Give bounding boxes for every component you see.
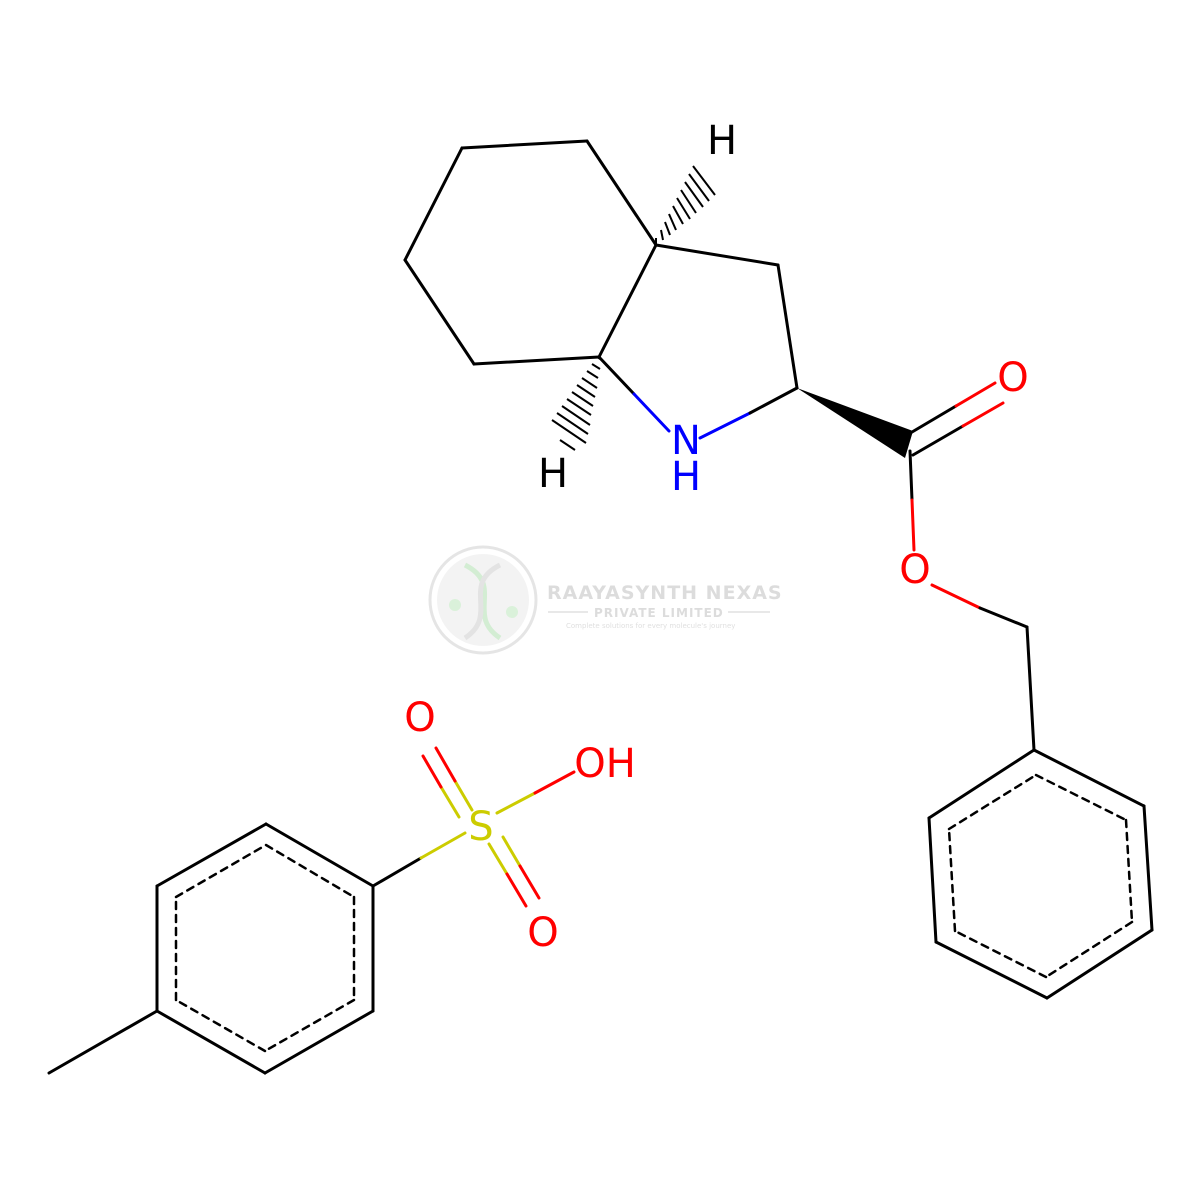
bonds bbox=[47, 139, 1154, 1075]
bond bbox=[419, 831, 467, 860]
bond bbox=[472, 355, 601, 366]
atom-h-top: H bbox=[707, 118, 737, 164]
bond bbox=[597, 243, 658, 359]
bond bbox=[632, 392, 671, 433]
bond bbox=[47, 1009, 159, 1075]
bond bbox=[263, 1009, 375, 1075]
atom-hydroxyl: OH bbox=[574, 741, 636, 787]
bond bbox=[585, 139, 658, 247]
atom-oxygen-sulfonyl-top: O bbox=[404, 695, 435, 741]
bond bbox=[1045, 928, 1154, 1000]
bond bbox=[776, 263, 799, 390]
atom-h-bottom: H bbox=[538, 451, 568, 497]
bond bbox=[698, 411, 752, 440]
watermark-company: RAAYASYNTH NEXAS bbox=[547, 582, 783, 604]
atom-oxygen-sulfonyl-bottom: O bbox=[527, 910, 558, 956]
bond bbox=[1142, 804, 1154, 932]
bond bbox=[155, 1009, 267, 1075]
bond bbox=[453, 779, 474, 812]
watermark-subtitle: PRIVATE LIMITED bbox=[594, 606, 724, 620]
bond bbox=[978, 606, 1029, 629]
bond bbox=[908, 449, 914, 502]
hashed-bond-top bbox=[655, 165, 716, 246]
bond bbox=[439, 785, 461, 819]
bond bbox=[264, 822, 375, 888]
bond bbox=[487, 842, 509, 876]
bond bbox=[434, 746, 457, 783]
bond bbox=[1032, 748, 1146, 808]
wedge-bond bbox=[797, 388, 913, 458]
bond bbox=[961, 401, 1005, 428]
atom-labels: H H N H O O O OH S O bbox=[404, 118, 1028, 956]
bond bbox=[505, 872, 528, 908]
atom-sulfur: S bbox=[468, 804, 493, 850]
dna-helix-logo-icon bbox=[428, 545, 538, 655]
watermark-tagline: Complete solutions for every molecule's … bbox=[566, 622, 735, 630]
bond bbox=[927, 748, 1036, 820]
aromatic-ring-tosyl bbox=[174, 843, 356, 1053]
bond bbox=[748, 386, 799, 415]
aromatic-ring-benzyl bbox=[947, 773, 1134, 979]
watermark: RAAYASYNTH NEXAS PRIVATE LIMITED Complet… bbox=[428, 545, 783, 655]
bond bbox=[930, 583, 982, 610]
atom-oxygen-ester: O bbox=[899, 547, 930, 593]
bond bbox=[910, 498, 916, 552]
bond bbox=[403, 146, 464, 262]
hashed-bond-bottom bbox=[551, 356, 603, 451]
bond bbox=[927, 816, 938, 944]
atom-oxygen-carbonyl: O bbox=[997, 355, 1028, 401]
bond bbox=[421, 754, 443, 789]
bond bbox=[501, 835, 522, 868]
bond bbox=[518, 864, 541, 900]
bond bbox=[371, 856, 423, 888]
atom-nh-hydrogen: H bbox=[671, 454, 701, 500]
bond bbox=[533, 770, 576, 795]
atom-nitrogen: N bbox=[671, 418, 701, 464]
bond bbox=[1025, 625, 1036, 752]
bond bbox=[905, 404, 958, 437]
bond bbox=[597, 355, 636, 396]
bond bbox=[934, 940, 1049, 1000]
bond bbox=[403, 258, 476, 366]
bond bbox=[460, 139, 589, 150]
bond bbox=[654, 243, 780, 267]
bond bbox=[155, 822, 268, 888]
bond bbox=[911, 424, 965, 457]
bond bbox=[495, 791, 537, 815]
bond bbox=[954, 381, 997, 408]
